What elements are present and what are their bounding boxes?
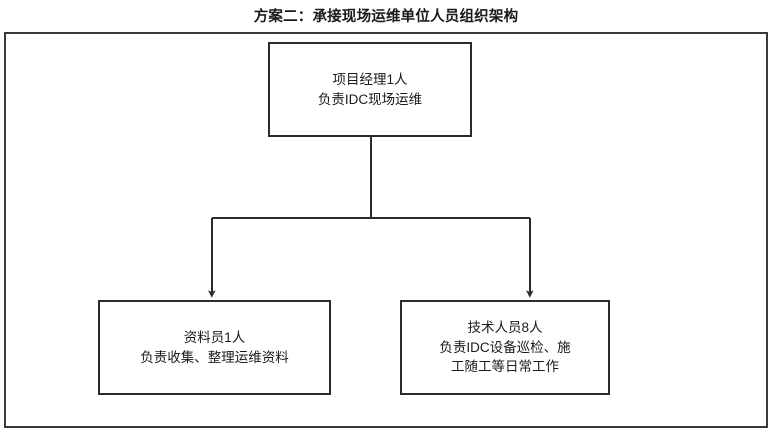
node-technical-staff[interactable]: 技术人员8人 负责IDC设备巡检、施 工随工等日常工作 bbox=[400, 300, 610, 395]
node-line: 资料员1人 bbox=[183, 329, 246, 345]
node-line: 项目经理1人 bbox=[332, 71, 408, 87]
node-document-clerk[interactable]: 资料员1人 负责收集、整理运维资料 bbox=[98, 300, 331, 395]
node-line: 负责IDC现场运维 bbox=[317, 91, 423, 107]
node-project-manager[interactable]: 项目经理1人 负责IDC现场运维 bbox=[268, 42, 472, 137]
page-title: 方案二：承接现场运维单位人员组织架构 bbox=[253, 9, 519, 26]
node-line: 技术人员8人 bbox=[467, 320, 543, 336]
node-line: 负责IDC设备巡检、施 bbox=[439, 339, 571, 355]
node-line: 工随工等日常工作 bbox=[451, 359, 559, 375]
diagram-title-bar: 方案二：承接现场运维单位人员组织架构 bbox=[4, 3, 768, 34]
node-line: 负责收集、整理运维资料 bbox=[140, 349, 289, 365]
